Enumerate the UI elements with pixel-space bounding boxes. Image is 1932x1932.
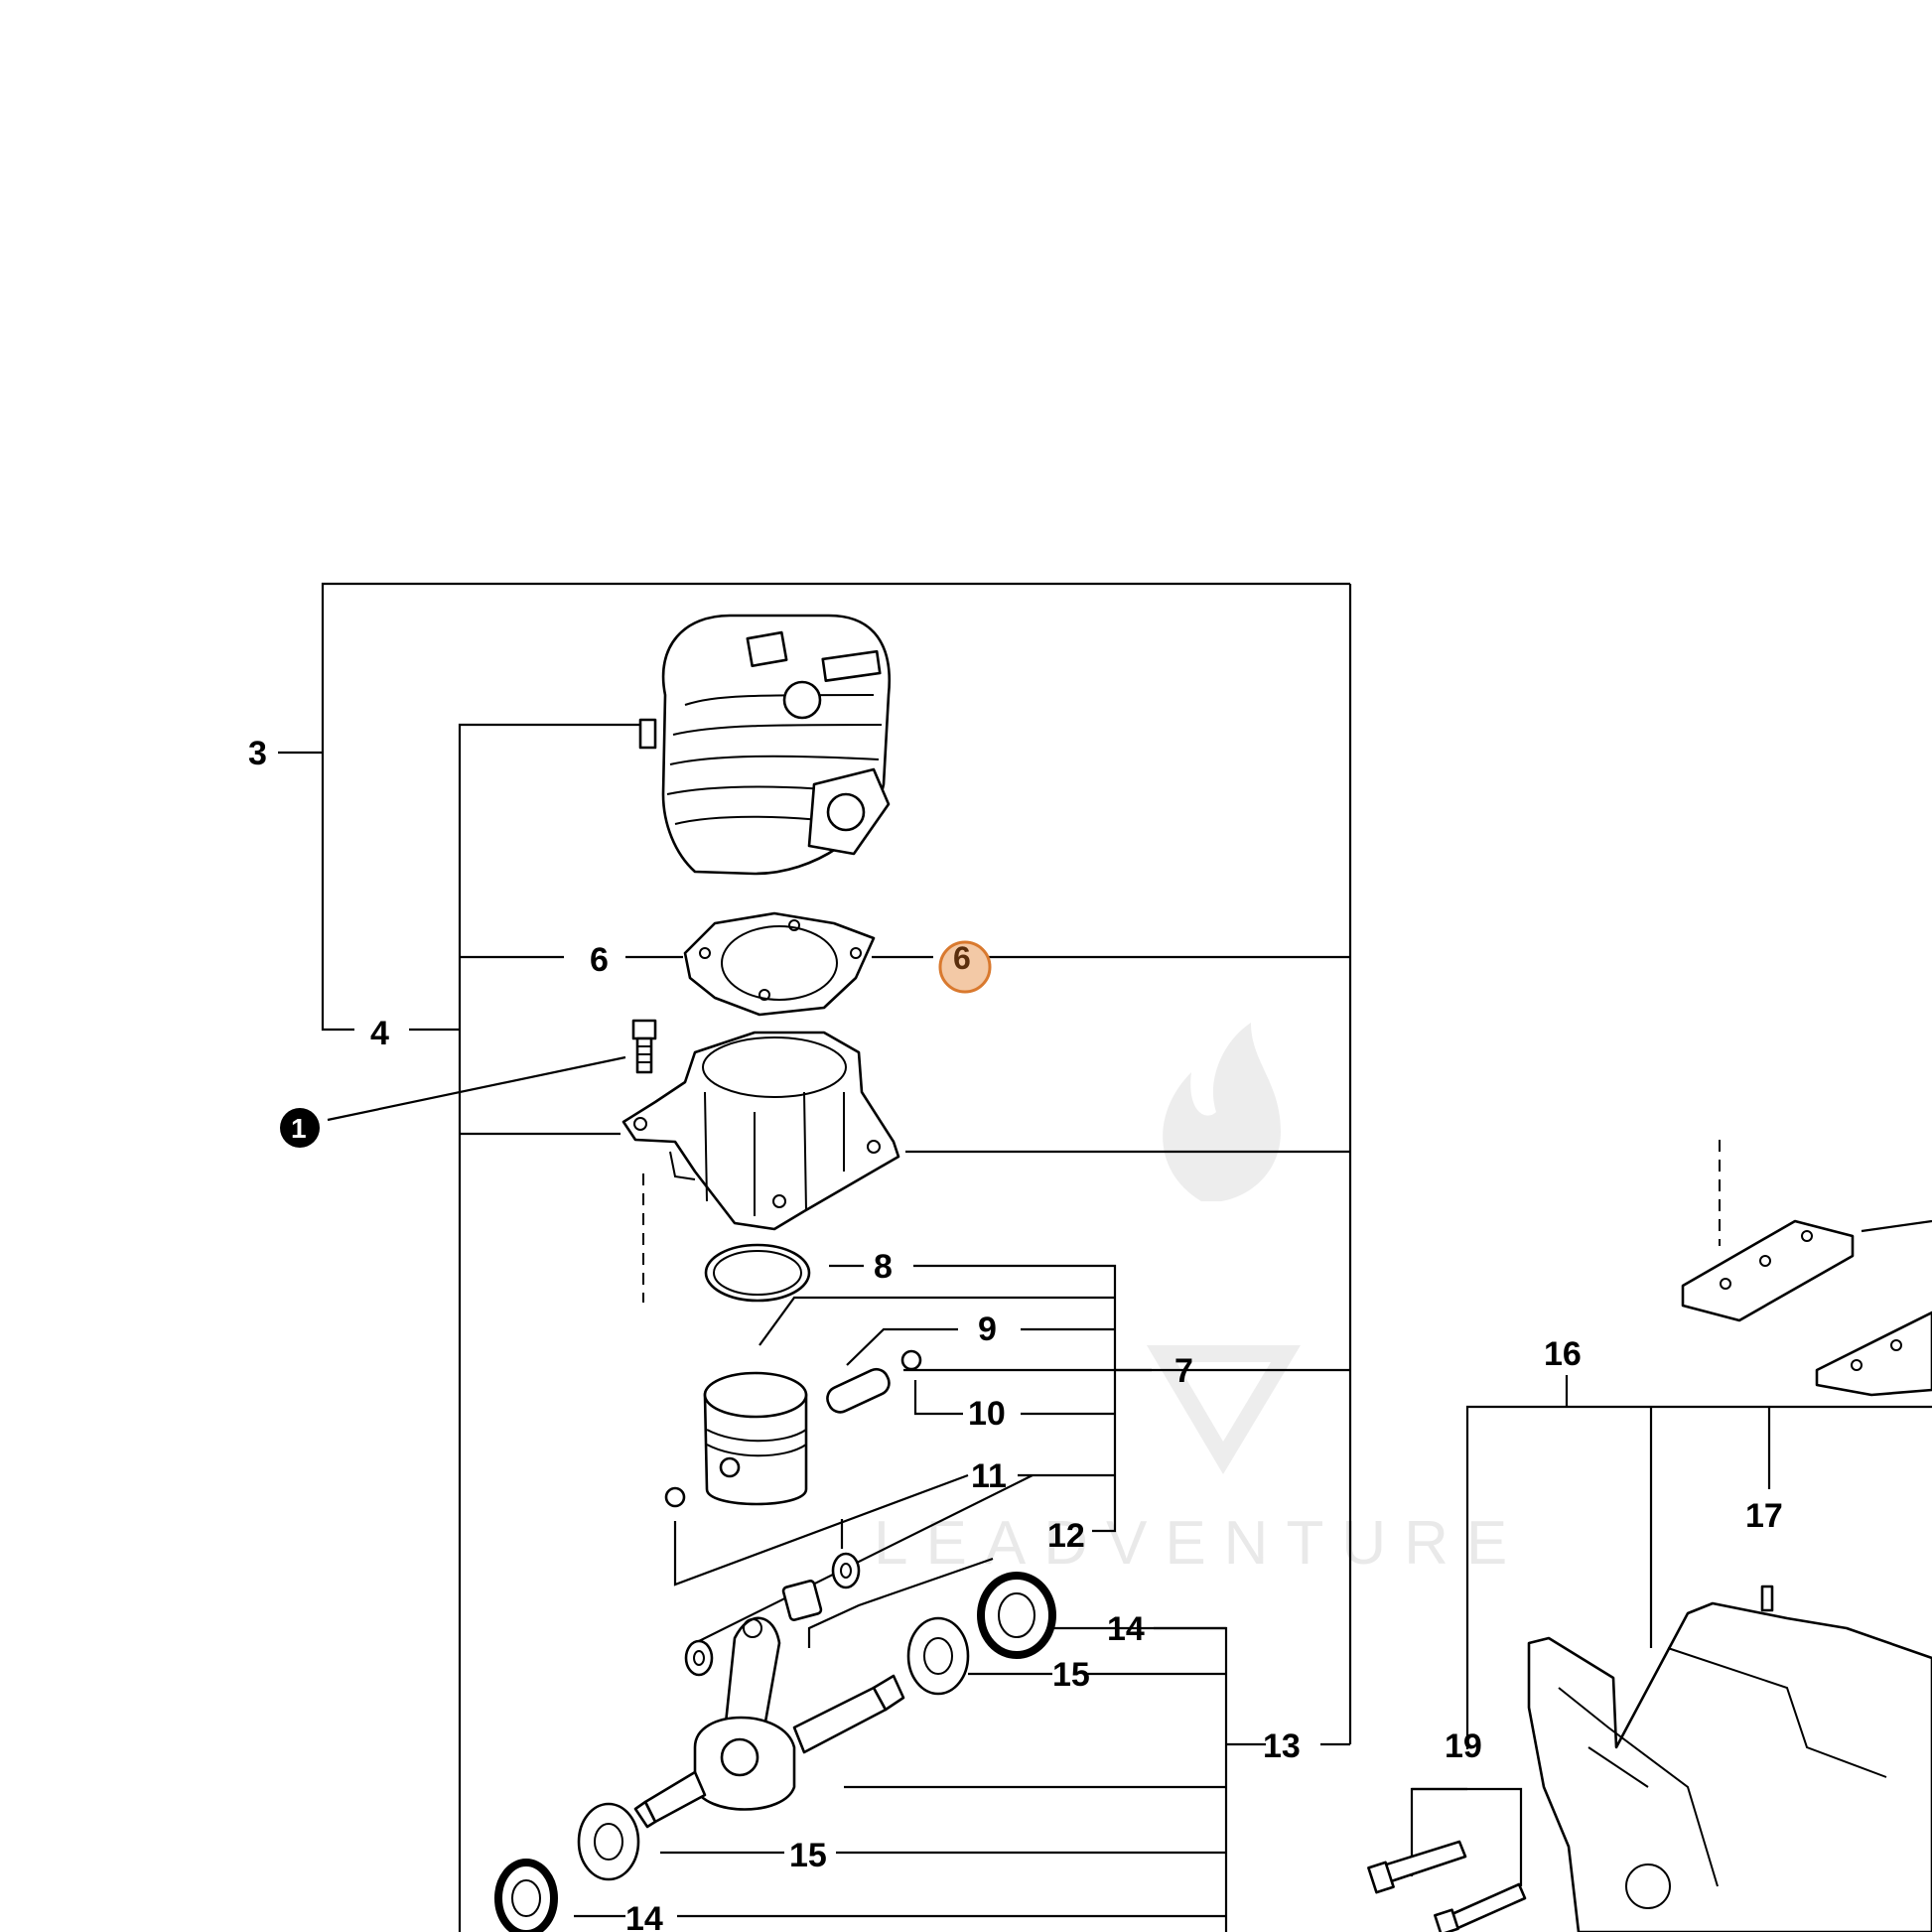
bracket-lines [278, 582, 1932, 1932]
callout-17: 17 [1745, 1497, 1783, 1535]
bolt-part [631, 1019, 657, 1074]
callout-3: 3 [248, 735, 267, 772]
callout-16: 16 [1544, 1335, 1582, 1373]
highlight-label[interactable]: 6 [953, 940, 971, 976]
mounting-plate-part [1681, 1219, 1932, 1397]
callout-6: 6 [590, 941, 609, 979]
callout-4: 4 [370, 1015, 389, 1052]
callout-13: 13 [1263, 1727, 1301, 1765]
callout-10: 10 [968, 1395, 1006, 1433]
watermark-text: LEADVENTURE [874, 1509, 1525, 1578]
callout-14: 14 [1107, 1610, 1145, 1648]
callout-12: 12 [1047, 1517, 1085, 1555]
screw-pair-part [1367, 1840, 1527, 1932]
callout-labels: 3 4 6 8 9 7 10 11 12 14 15 13 15 14 16 1… [248, 735, 1783, 1932]
circlip-part [664, 1349, 922, 1508]
piston-part [703, 1371, 808, 1506]
cylinder-head-part [638, 614, 892, 876]
callout-7: 7 [1174, 1352, 1193, 1390]
o-ring-part [704, 1243, 811, 1303]
oil-seal-part [494, 1572, 1056, 1932]
highlighted-callout[interactable]: 6 [938, 940, 992, 994]
highlight-circle[interactable] [938, 940, 992, 994]
needle-bearing-part [781, 1580, 823, 1621]
flame-logo-icon [1163, 1023, 1281, 1201]
crankshaft-part [633, 1616, 905, 1829]
crankcase-frame-part [1527, 1585, 1932, 1932]
callout-15b: 15 [789, 1837, 827, 1874]
callout-8: 8 [874, 1248, 893, 1286]
v-logo-icon [1147, 1345, 1301, 1474]
crankcase-half-part [621, 1031, 900, 1231]
reference-marker-circle [280, 1108, 320, 1148]
reference-marker: 1 [280, 1108, 320, 1148]
callout-9: 9 [978, 1311, 997, 1348]
leadventure-watermark: LEADVENTURE [874, 1023, 1525, 1578]
ball-bearing-part [577, 1616, 970, 1881]
cylinder-gasket-part [683, 911, 876, 1017]
callout-15: 15 [1052, 1656, 1090, 1694]
callout-14b: 14 [625, 1900, 663, 1932]
reference-marker-label: 1 [291, 1113, 307, 1144]
callout-11: 11 [971, 1457, 1007, 1495]
piston-pin-part [826, 1367, 891, 1414]
washer-part [684, 1552, 861, 1677]
callout-19: 19 [1445, 1727, 1482, 1765]
